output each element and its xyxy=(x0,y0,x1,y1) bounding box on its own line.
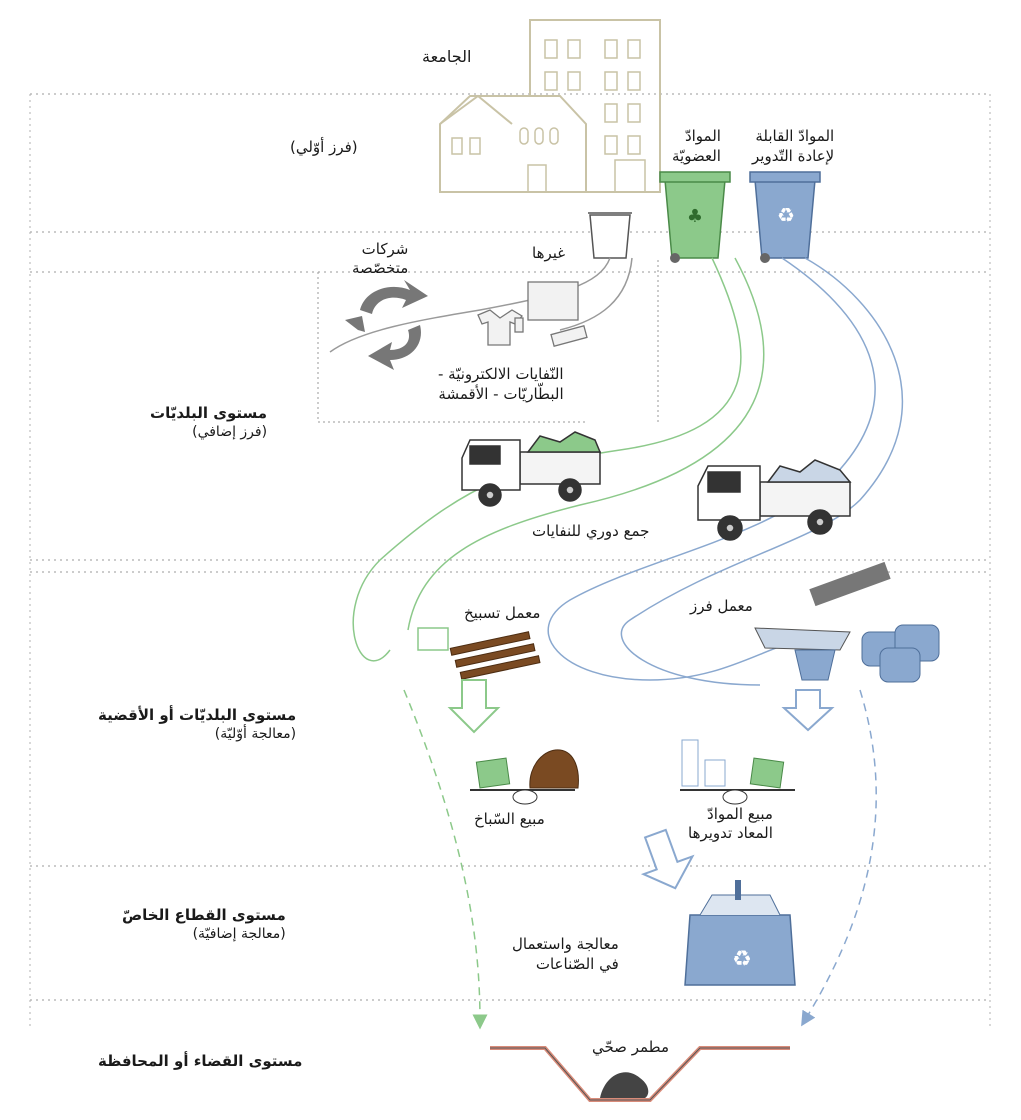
blue-down-arrow-icon xyxy=(781,689,835,732)
compost-sale-label: مبيع السّباخ xyxy=(474,810,545,828)
green-down-arrow-icon xyxy=(447,679,501,734)
university-label: الجامعة xyxy=(422,47,472,66)
industry-recycle-box-icon: ♻ xyxy=(684,880,796,986)
recycled-sale-scale-icon xyxy=(680,739,795,805)
industry-processing-line2: في الصّناعات xyxy=(535,955,619,973)
grey-flow-line xyxy=(329,257,611,353)
compost-sale-scale-icon xyxy=(470,749,579,805)
level-district-governorate-title: مستوى القضاء أو المحافظة xyxy=(98,1052,303,1070)
sorting-plant-icon xyxy=(754,561,940,683)
special-waste-line2: البطّاريّات - الأقمشة xyxy=(438,385,564,403)
blue-dashed-to-landfill xyxy=(801,689,877,1027)
level-private-sector-sub: (معالجة إضافيّة) xyxy=(192,926,286,942)
landfill-icon xyxy=(490,1046,790,1102)
level-municipalities-districts: مستوى البلديّات أو الأقضية (معالجة أوّلي… xyxy=(98,706,296,744)
level-district-governorate: مستوى القضاء أو المحافظة xyxy=(98,1052,302,1071)
svg-text:♣: ♣ xyxy=(687,206,703,227)
svg-text:♻: ♻ xyxy=(777,203,795,227)
level-private-sector: مستوى القطاع الخاصّ (معالجة إضافيّة) xyxy=(122,906,286,944)
green-dashed-to-landfill xyxy=(403,689,488,1030)
sanitary-landfill-label: مطمر صحّي xyxy=(592,1038,669,1056)
blue-industry-arrow-icon xyxy=(640,828,695,890)
organic-bin-icon: ♣ xyxy=(659,171,731,263)
level-private-sector-title: مستوى القطاع الخاصّ xyxy=(122,906,286,924)
sorting-plant-label: معمل فرز xyxy=(690,597,753,615)
recycled-sale-line1: مبيع الموادّ xyxy=(707,805,773,823)
university-building-icon xyxy=(439,19,661,193)
recycled-sale-label: مبيع الموادّ المعاد تدويرها xyxy=(688,805,773,843)
svg-text:♻: ♻ xyxy=(732,947,752,972)
recyclable-bin-label-line1: الموادّ القابلة xyxy=(755,127,835,145)
green-truck-icon xyxy=(461,431,602,507)
electronic-waste-icon xyxy=(477,281,588,347)
recycled-sale-line2: المعاد تدويرها xyxy=(688,824,773,842)
special-waste-label: النّفايات الالكترونيّة - البطّاريّات - ا… xyxy=(438,364,564,404)
other-waste-bin-icon xyxy=(588,212,632,259)
primary-sort-label: (فرز أوّلي) xyxy=(290,138,358,156)
special-waste-line1: النّفايات الالكترونيّة - xyxy=(438,365,564,383)
blue-flow-line xyxy=(547,257,876,681)
specialized-companies-line2: متخصّصة xyxy=(352,259,409,277)
grey-recycle-icon xyxy=(345,280,428,370)
composting-plant-icon xyxy=(417,627,541,680)
specialized-companies-line1: شركات xyxy=(361,240,409,258)
level-municipalities: مستوى البلديّات (فرز إضافي) xyxy=(150,404,267,442)
industry-processing-line1: معالجة واستعمال xyxy=(512,935,619,953)
organic-bin-label: الموادّ العضويّة xyxy=(672,126,721,166)
level-dividers xyxy=(30,93,990,1001)
organic-bin-label-line2: العضويّة xyxy=(672,147,721,165)
level-municipalities-sub: (فرز إضافي) xyxy=(192,424,268,440)
level-municipalities-title: مستوى البلديّات xyxy=(150,404,268,422)
composting-plant-label: معمل تسبيخ xyxy=(464,604,541,622)
others-label: غيرها xyxy=(532,244,566,262)
specialized-companies-label: شركات متخصّصة xyxy=(352,240,408,278)
industry-processing-label: معالجة واستعمال في الصّناعات xyxy=(512,934,619,974)
level-municipalities-districts-title: مستوى البلديّات أو الأقضية xyxy=(98,706,297,724)
level-municipalities-districts-sub: (معالجة أوّليّة) xyxy=(214,726,297,742)
special-waste-box xyxy=(317,272,585,423)
recyclable-bin-label: الموادّ القابلة لإعادة التّدوير xyxy=(752,126,834,166)
blue-truck-icon xyxy=(697,459,852,541)
periodic-collection-label: جمع دوري للنفايات xyxy=(532,522,650,540)
recycling-bin-icon: ♻ xyxy=(749,171,821,263)
organic-bin-label-line1: الموادّ xyxy=(684,127,721,145)
recyclable-bin-label-line2: لإعادة التّدوير xyxy=(752,147,835,165)
